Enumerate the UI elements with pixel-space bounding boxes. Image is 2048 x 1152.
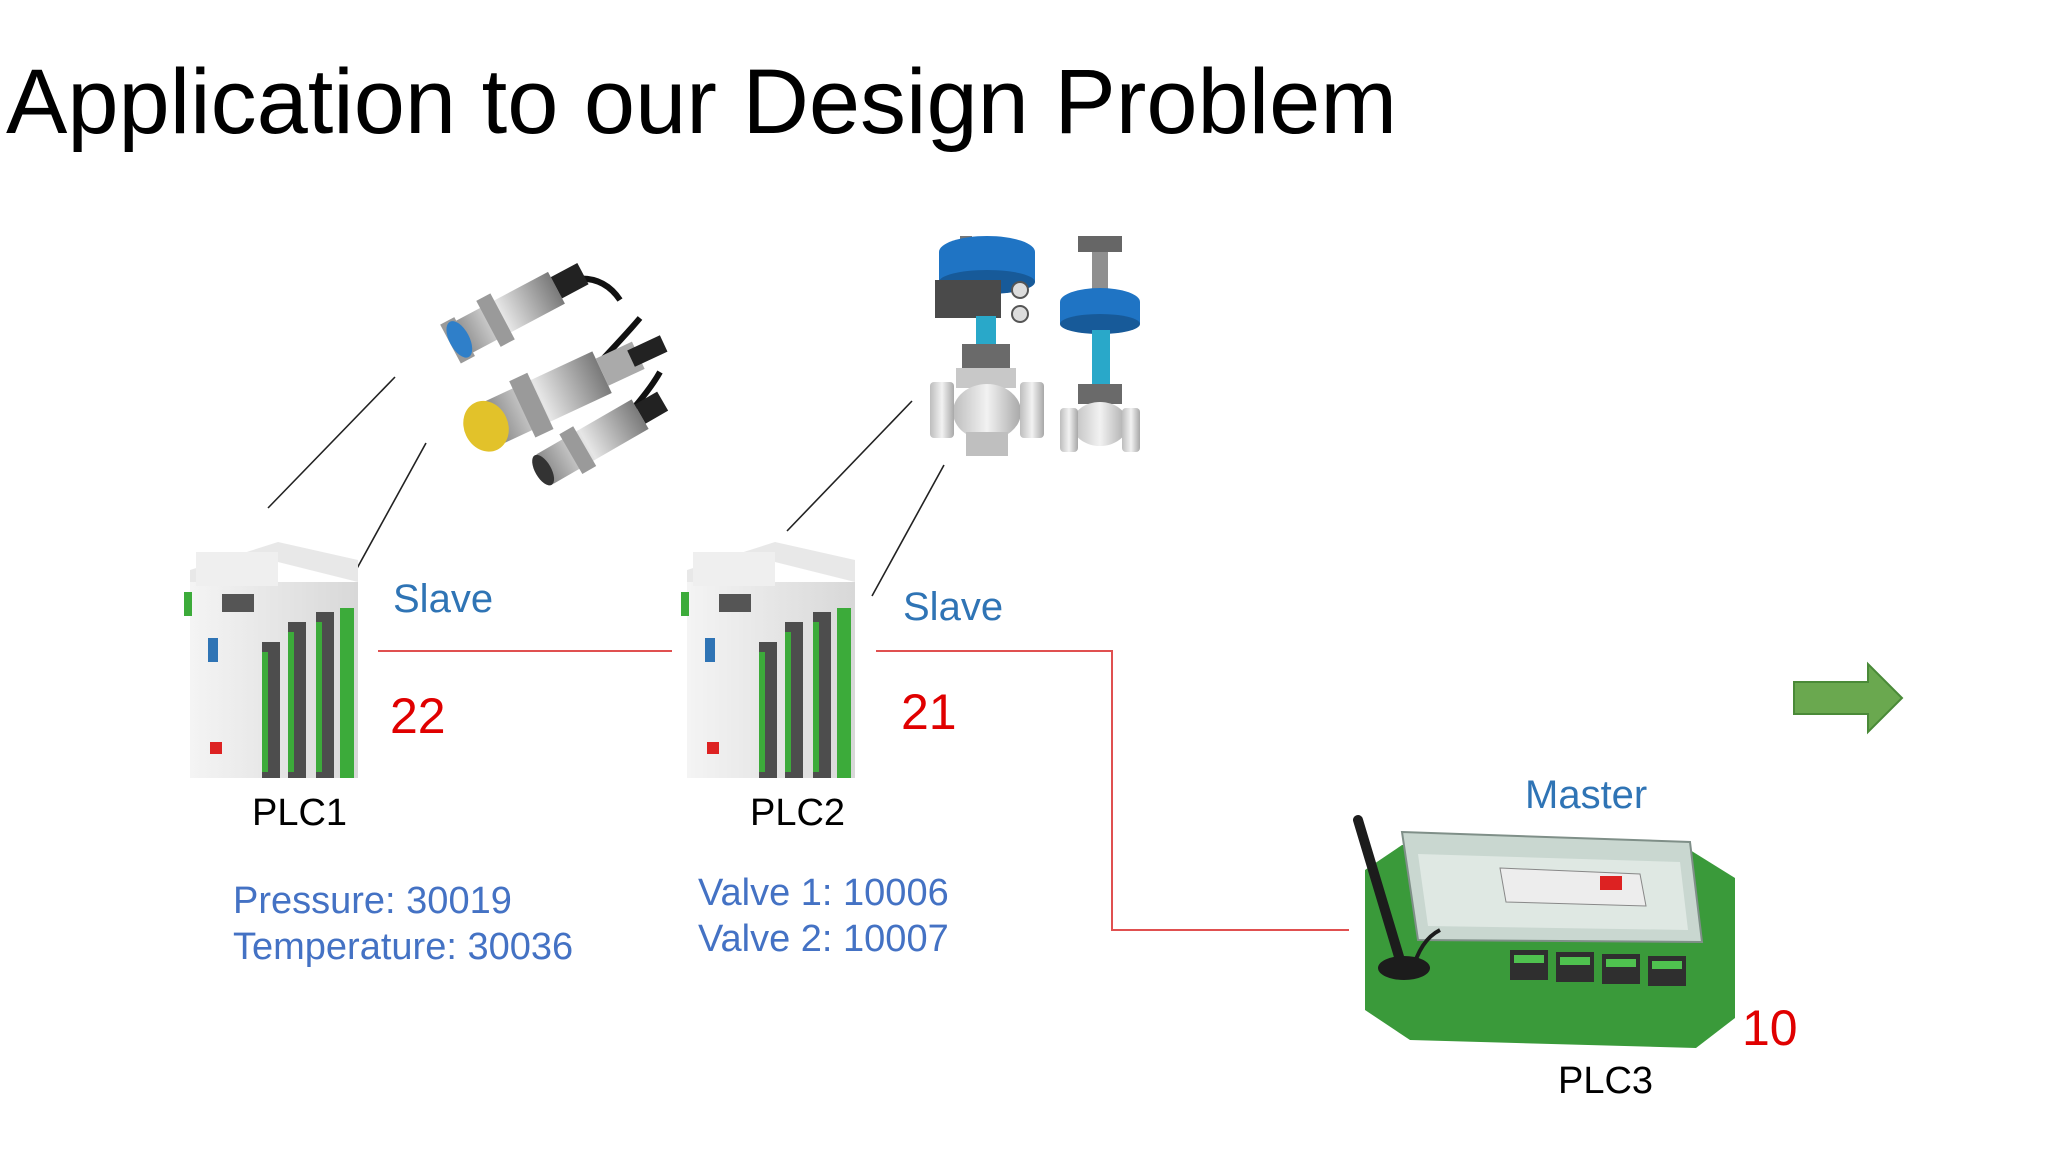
plc2-address: 21 bbox=[901, 684, 957, 740]
plc2-image bbox=[681, 542, 855, 778]
proximity-sensors-image bbox=[440, 263, 669, 486]
plc1-name: PLC1 bbox=[252, 792, 348, 834]
slide-title: Application to our Design Problem bbox=[6, 51, 1397, 153]
plc3-address: 10 bbox=[1742, 1000, 1798, 1056]
plc2-role-label: Slave bbox=[903, 585, 1004, 629]
plc1-register-pressure: Pressure: 30019 bbox=[233, 880, 512, 922]
plc1-register-temperature: Temperature: 30036 bbox=[233, 926, 574, 968]
plc3-role-label: Master bbox=[1525, 773, 1648, 817]
bus-line bbox=[378, 650, 1349, 931]
plc2-name: PLC2 bbox=[750, 792, 846, 834]
sensor-link-lines bbox=[267, 376, 427, 573]
plc1-role-label: Slave bbox=[393, 577, 494, 621]
plc2-register-valve2: Valve 2: 10007 bbox=[698, 918, 949, 960]
plc3-name: PLC3 bbox=[1558, 1060, 1654, 1102]
valve-link-lines bbox=[786, 400, 945, 597]
next-arrow-icon[interactable] bbox=[1793, 661, 1904, 735]
plc2-register-valve1: Valve 1: 10006 bbox=[698, 872, 949, 914]
control-valves-image bbox=[930, 236, 1140, 456]
plc1-image bbox=[184, 542, 358, 778]
plc3-image bbox=[1353, 815, 1735, 1048]
plc1-address: 22 bbox=[390, 688, 446, 744]
